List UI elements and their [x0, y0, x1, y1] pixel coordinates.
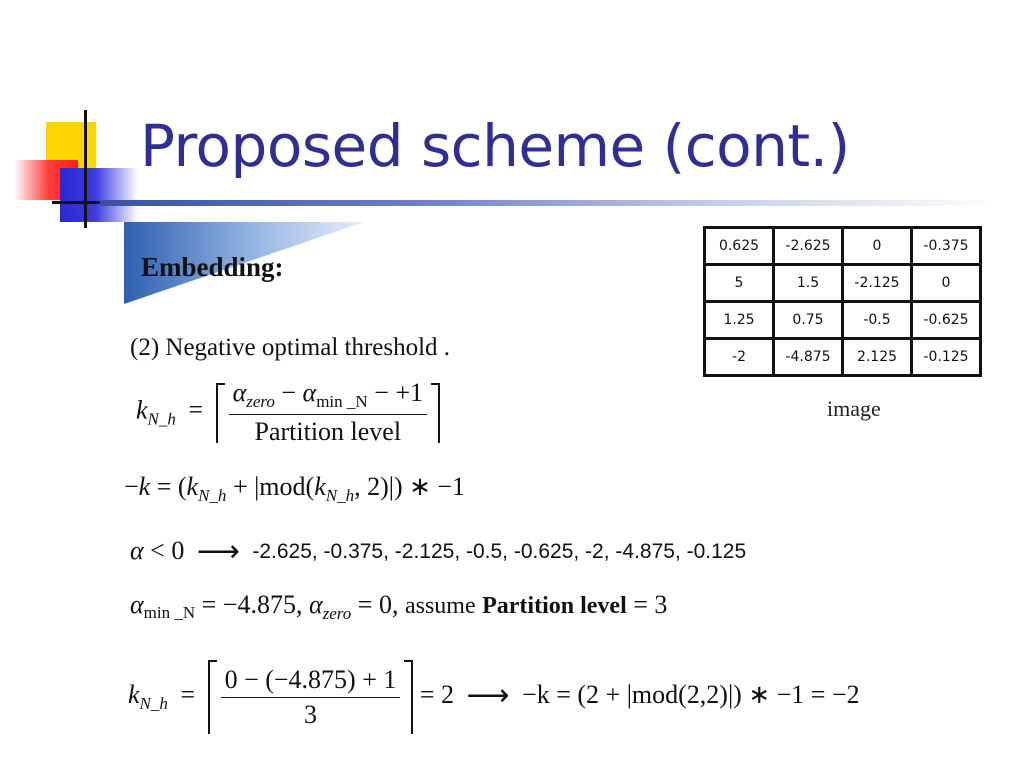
- title-underline: [100, 200, 1000, 206]
- table-cell: 5: [703, 263, 775, 303]
- negative-values-list: -2.625, -0.375, -2.125, -0.5, -0.625, -2…: [252, 540, 747, 563]
- decor-blue-bar: [60, 168, 138, 222]
- decor-horizontal-line: [52, 201, 144, 204]
- table-cell: -0.625: [910, 300, 982, 340]
- table-cell: -0.125: [910, 337, 982, 377]
- final-result: −k = (2 + |mod(2,2)|) ∗ −1 = −2: [522, 679, 860, 709]
- right-arrow-icon: ⟶: [466, 677, 510, 713]
- table-cell: 0.75: [772, 300, 844, 340]
- table-cell: 0: [841, 226, 913, 266]
- table-cell: -2.125: [841, 263, 913, 303]
- table-cell: -2: [703, 337, 775, 377]
- assumption-line: αmin _N = −4.875, αzero = 0, assume Part…: [130, 590, 668, 623]
- table-cell: 0.625: [703, 226, 775, 266]
- table-cell: 2.125: [841, 337, 913, 377]
- bullet-triangle-icon: [124, 222, 364, 304]
- section-heading: Embedding:: [141, 252, 284, 282]
- table-cell: 0: [910, 263, 982, 303]
- formula-k-definition: kN_h = αzero − αmin _N − +1 Partition le…: [136, 378, 441, 447]
- table-cell: -0.375: [910, 226, 982, 266]
- table-cell: 1.25: [703, 300, 775, 340]
- right-arrow-icon: ⟶: [196, 534, 240, 569]
- negative-coefficients-line: α < 0 ⟶ -2.625, -0.375, -2.125, -0.5, -0…: [130, 534, 747, 569]
- decor-vertical-line: [84, 110, 87, 228]
- table-cell: -4.875: [772, 337, 844, 377]
- slide-title: Proposed scheme (cont.): [140, 112, 850, 180]
- calculation-line: kN_h = 0 − (−4.875) + 1 3 = 2 ⟶ −k = (2 …: [128, 660, 860, 734]
- table-caption: image: [827, 396, 881, 421]
- formula-negative-k: −k = (kN_h + |mod(kN_h, 2)|) ∗ −1: [124, 472, 466, 505]
- step-description: (2) Negative optimal threshold .: [130, 334, 451, 361]
- table-cell: 1.5: [772, 263, 844, 303]
- table-cell: -0.5: [841, 300, 913, 340]
- table-cell: -2.625: [772, 226, 844, 266]
